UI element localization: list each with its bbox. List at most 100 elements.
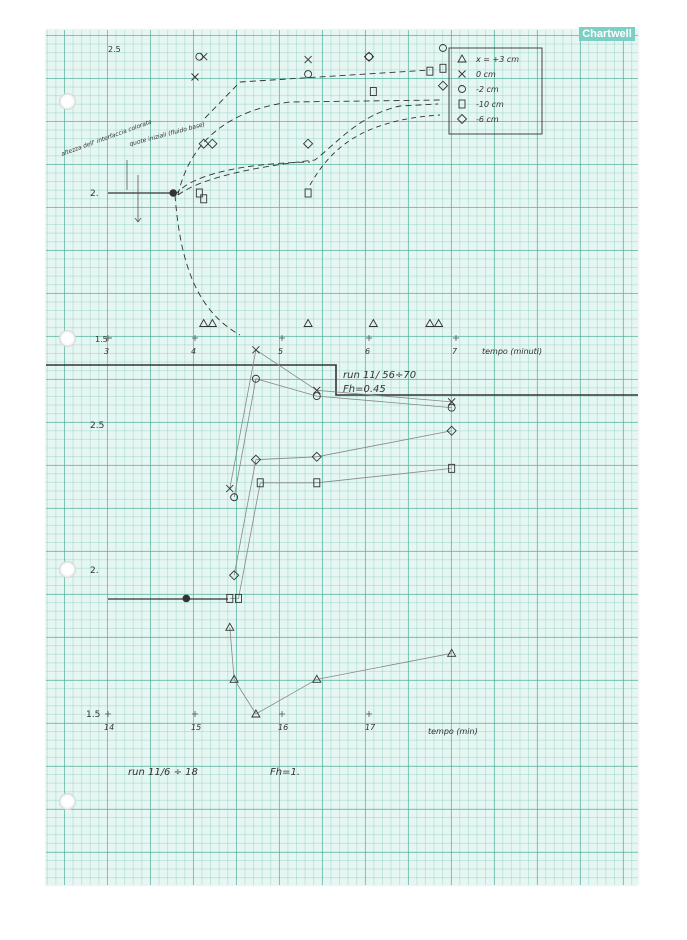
data-point-square [448,463,456,473]
data-point-triangle [198,318,209,327]
x-axis-label: tempo (min) [428,727,478,736]
punch-hole [59,93,76,110]
data-point-diamond [198,138,209,149]
y-tick-label: 2.5 [90,421,104,431]
data-point-square [304,188,312,198]
x-tick-label: 5 [278,347,283,356]
data-point-cross [312,386,321,395]
series-line-diamond [233,430,452,576]
data-point-circle [230,493,239,502]
data-point-cross [225,484,234,493]
data-point-triangle [303,318,313,327]
data-point-square [369,87,377,96]
legend-label: 0 cm [476,70,496,79]
dashed-curve [177,99,441,196]
y-tick-label: 2. [90,189,99,199]
data-point-circle [439,44,447,52]
series-line-square [229,467,452,599]
data-point-triangle [229,674,239,683]
legend-label: x = +3 cm [475,55,519,64]
x-axis-label: tempo (minuti) [482,347,542,356]
y-tick-label: 2. [90,566,99,576]
data-point-diamond [207,138,218,149]
run-label-top: run 11/ 56÷70 [343,370,416,381]
data-point-circle [312,392,321,401]
data-point-diamond [446,425,457,436]
data-point-square [235,593,242,603]
dashed-curve [174,161,311,196]
data-point-diamond [250,454,262,465]
dashed-curve [204,69,431,119]
x-tick-label: 7 [452,347,458,356]
legend-marker [457,54,467,63]
x-tick-label: 14 [104,723,114,732]
dashed-curve [174,194,241,336]
legend-box [448,47,543,135]
data-point-diamond [302,138,314,149]
fh-label-top: Fh=0.45 [343,384,386,395]
data-point-square [426,66,434,76]
graph-paper-sheet [46,30,638,885]
x-tick-label: 15 [191,723,201,732]
x-tick-label: 16 [278,723,288,732]
data-marks [169,44,449,327]
series-lines [229,349,452,715]
data-point-cross [199,52,208,61]
dashed-curve [309,114,441,186]
data-point-circle [304,70,313,79]
dashed-curve [177,103,439,196]
data-point-triangle [251,709,261,718]
data-point-square [313,478,321,488]
data-marks [182,346,457,718]
data-point-triangle [207,318,218,327]
data-point-cross [447,398,456,406]
legend-label: -6 cm [476,115,499,124]
data-point-triangle [312,674,322,683]
brand-logo: Chartwell [579,27,635,41]
series-line-triangle [229,627,452,715]
start-point [182,594,191,603]
legend: x = +3 cm 0 cm -2 cm -10 cm -6 cm [456,54,519,125]
y-tick-label: 2.5 [108,45,121,54]
y-tick-label: 1.5 [95,335,108,344]
data-point-cross [191,73,199,81]
data-point-square [200,194,208,204]
x-tick-label: 6 [365,347,370,356]
data-point-diamond [311,451,322,462]
legend-marker [456,113,468,125]
legend-marker [458,70,466,78]
punch-hole [59,561,76,578]
x-tick-label: 17 [365,723,376,732]
legend-label: -2 cm [476,85,499,94]
punch-hole [59,793,76,810]
data-point-triangle [425,318,435,327]
series-line-circle [233,378,452,498]
data-point-diamond [437,80,449,91]
data-point-triangle [225,622,235,631]
legend-marker [458,85,466,93]
data-point-triangle [368,318,379,327]
x-ticks: 14 15 16 17 [104,711,376,732]
data-point-circle [195,52,204,61]
data-point-triangle [446,648,457,657]
data-point-square [439,63,447,73]
data-point-circle [365,52,373,61]
data-point-circle [251,374,260,383]
data-point-diamond [229,570,240,581]
data-point-diamond [363,51,375,62]
data-point-square [256,478,264,488]
y-tick-label: 1.5 [86,710,100,720]
punch-hole [59,330,76,347]
start-point [169,189,178,197]
data-point-triangle [433,318,444,327]
data-point-square [226,593,234,603]
data-point-square [195,188,203,198]
chart-top: 2.5 2. 1.5 altezza dell' interfaccia col… [60,44,543,356]
legend-marker [458,99,466,109]
legend-label: -10 cm [476,100,504,109]
data-point-cross [252,346,260,354]
arrow-head [134,217,142,223]
